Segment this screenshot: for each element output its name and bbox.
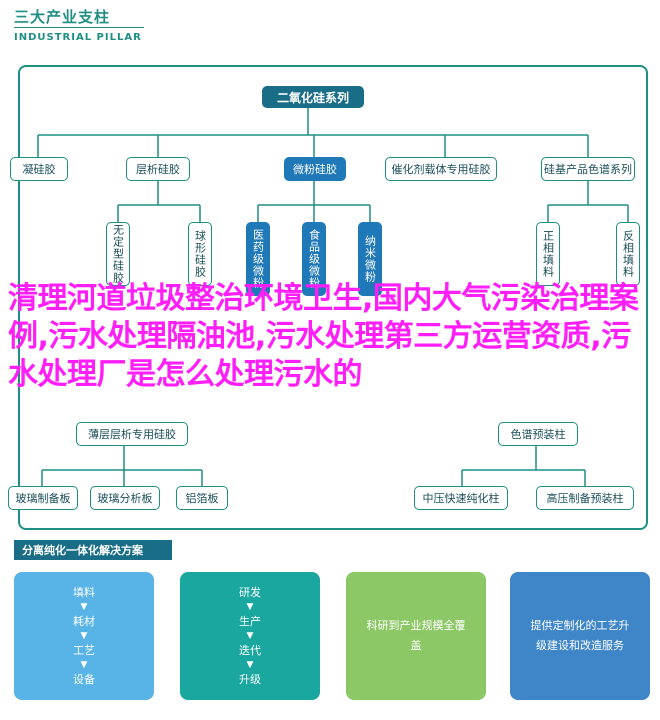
- level2-node-4: 纳米微粉: [358, 222, 382, 296]
- level2-node-2: 医药级微粉: [246, 222, 270, 296]
- card-text: 科研到产业规模全覆盖: [366, 619, 466, 652]
- card-item: 迭代: [239, 643, 261, 657]
- level2-node-6: 反相填料: [616, 222, 640, 286]
- logo-title: 三大产业支柱: [14, 8, 111, 26]
- level1-node-3: 催化剂载体专用硅胶: [385, 157, 497, 181]
- level1-node-1: 层析硅胶: [126, 157, 190, 181]
- root-node: 二氧化硅系列: [262, 86, 364, 108]
- level4-node-1: 玻璃分析板: [90, 486, 160, 510]
- card-item: 生产: [239, 614, 261, 628]
- solution-title: 分离纯化一体化解决方案: [14, 540, 172, 560]
- solution-card-coverage: 科研到产业规模全覆盖: [346, 572, 486, 700]
- card-item: 升级: [239, 672, 261, 686]
- level2-node-0: 无定型硅胶: [106, 222, 130, 286]
- level4-node-2: 铝箔板: [176, 486, 228, 510]
- level4-node-4: 高压制备预装柱: [536, 486, 634, 510]
- level1-node-0: 凝硅胶: [10, 157, 68, 181]
- level1-node-2: 微粉硅胶: [284, 157, 346, 181]
- product-tree-frame: [18, 65, 648, 530]
- card-item: 填料: [73, 585, 95, 599]
- level2-node-5: 正相填料: [536, 222, 560, 286]
- down-arrow-icon: ▼: [80, 659, 88, 670]
- level3-node-right: 色谱预装柱: [498, 422, 578, 446]
- down-arrow-icon: ▼: [80, 601, 88, 612]
- down-arrow-icon: ▼: [80, 630, 88, 641]
- solution-card-custom: 提供定制化的工艺升级建设和改造服务: [510, 572, 650, 700]
- down-arrow-icon: ▼: [246, 601, 254, 612]
- logo-subtitle: INDUSTRIAL PILLAR: [14, 32, 142, 43]
- overlay-headline: 清理河道垃圾整治环境卫生,国内大气污染治理案例,污水处理隔油池,污水处理第三方运…: [8, 281, 639, 392]
- logo-divider: [14, 27, 144, 28]
- card-item: 工艺: [73, 643, 95, 657]
- down-arrow-icon: ▼: [246, 630, 254, 641]
- level4-node-0: 玻璃制备板: [8, 486, 78, 510]
- solution-card-materials: 填料 ▼ 耗材 ▼ 工艺 ▼ 设备: [14, 572, 154, 700]
- level1-node-4: 硅基产品色谱系列: [541, 157, 635, 181]
- card-item: 耗材: [73, 614, 95, 628]
- level2-node-1: 球形硅胶: [188, 222, 212, 286]
- card-item: 设备: [73, 672, 95, 686]
- level4-node-3: 中压快速纯化柱: [414, 486, 508, 510]
- level2-node-3: 食品级微粉: [302, 222, 326, 296]
- level3-node-left: 薄层层析专用硅胶: [76, 422, 188, 446]
- down-arrow-icon: ▼: [246, 659, 254, 670]
- card-item: 研发: [239, 585, 261, 599]
- card-text: 提供定制化的工艺升级建设和改造服务: [530, 619, 630, 652]
- solution-card-rd: 研发 ▼ 生产 ▼ 迭代 ▼ 升级: [180, 572, 320, 700]
